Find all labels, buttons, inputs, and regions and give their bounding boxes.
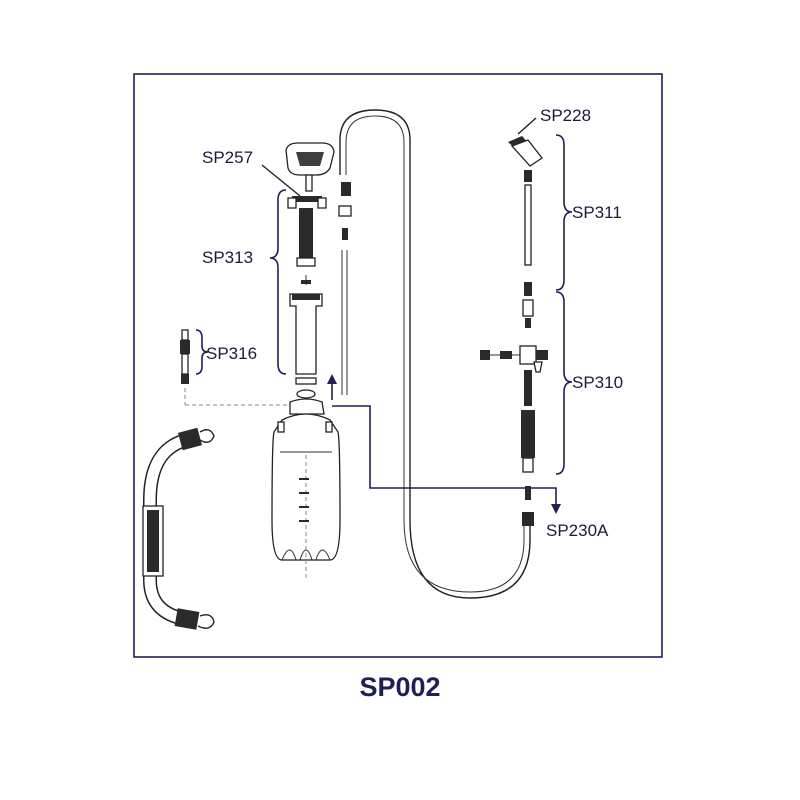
label-sp313: SP313 — [202, 248, 253, 267]
leader-sp257 — [261, 164, 301, 197]
hose-fittings — [338, 182, 352, 240]
connection-lines — [327, 374, 561, 514]
label-sp316: SP316 — [206, 344, 257, 363]
wand-assembly — [480, 136, 548, 526]
label-sp310: SP310 — [572, 373, 623, 392]
label-sp228: SP228 — [540, 106, 591, 125]
brace-sp313 — [269, 189, 287, 375]
label-sp311: SP311 — [572, 203, 622, 222]
long-hose — [339, 109, 531, 599]
diagram-frame — [133, 73, 663, 658]
brace-sp310 — [555, 291, 573, 475]
diagram-title: SP002 — [359, 672, 441, 702]
pump-assembly — [285, 142, 335, 399]
brace-sp316 — [195, 329, 209, 375]
label-sp257: SP257 — [202, 148, 253, 167]
label-sp230a: SP230A — [546, 521, 609, 540]
leader-sp228 — [517, 117, 537, 135]
valve-sp316 — [180, 329, 290, 406]
tank — [271, 398, 341, 580]
brace-sp311 — [555, 134, 573, 291]
shoulder-strap — [142, 427, 215, 630]
